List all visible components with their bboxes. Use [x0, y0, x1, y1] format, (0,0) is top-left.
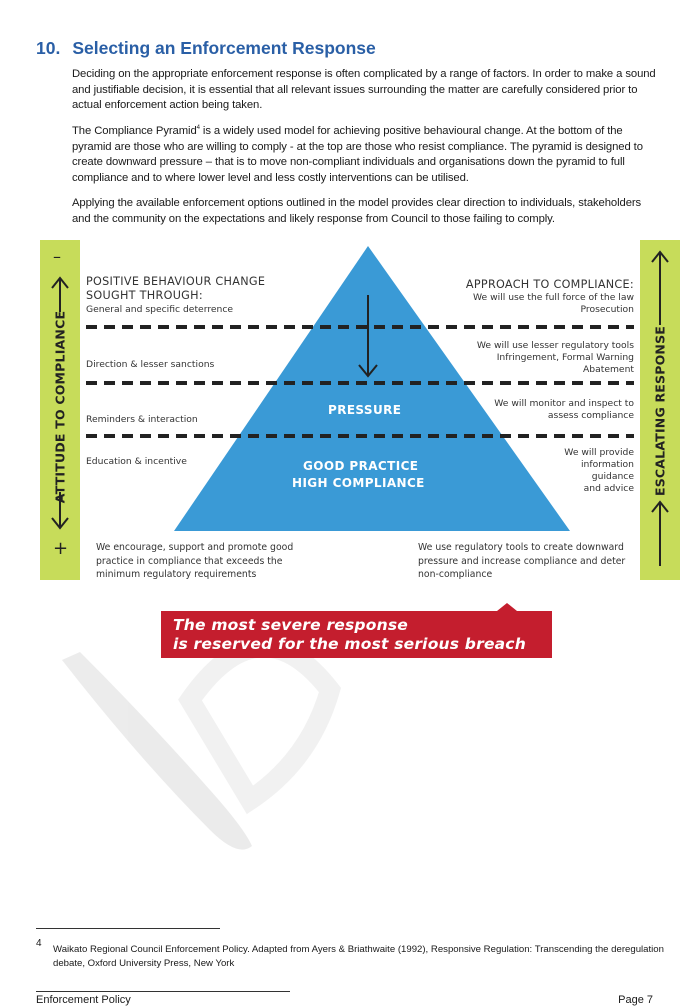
right-level-2-line-2: Infringement, Formal Warning	[496, 352, 634, 363]
banner-line-1: The most severe response	[173, 616, 408, 634]
right-level-4-line-4: and advice	[583, 483, 634, 494]
left-level-reminders: Reminders & interaction	[86, 414, 198, 425]
left-level-sanctions: Direction & lesser sanctions	[86, 359, 215, 370]
paragraph-3: Applying the available enforcement optio…	[72, 197, 642, 225]
right-sidebar-up-arrow-icon-bottom	[651, 500, 669, 566]
paragraph-2-rest: is a widely used model for achieving pos…	[72, 125, 643, 184]
left-sidebar-down-arrow-icon	[51, 492, 69, 530]
paragraph-2: The Compliance Pyramid4 is a widely used…	[72, 124, 657, 186]
right-level-3-line-1: We will monitor and inspect to	[494, 398, 634, 409]
footnote-number: 4	[36, 938, 42, 949]
pyramid-shape	[174, 246, 570, 531]
footnote-divider	[36, 928, 220, 929]
right-level-3-line-2: assess compliance	[547, 410, 634, 421]
pyramid-good-practice-label: GOOD PRACTICE	[303, 459, 419, 473]
right-level-2-line-1: We will use lesser regulatory tools	[476, 340, 634, 351]
minus-symbol: –	[53, 247, 62, 266]
right-level-2-line-3: Abatement	[582, 364, 634, 375]
right-level-4-line-1: We will provide	[564, 447, 634, 458]
right-level-1: We will use the full force of the law Pr…	[473, 292, 634, 316]
footer-divider	[36, 991, 290, 992]
right-level-4-line-2: information	[580, 459, 634, 470]
section-heading: 10. Selecting an Enforcement Response	[36, 38, 376, 59]
right-heading: APPROACH TO COMPLIANCE:	[465, 278, 634, 291]
pyramid-pressure-label: PRESSURE	[328, 403, 402, 417]
section-title: Selecting an Enforcement Response	[72, 38, 376, 58]
right-level-1-line-1: We will use the full force of the law	[472, 292, 634, 303]
plus-symbol: +	[53, 538, 69, 559]
bottom-right-note: We use regulatory tools to create downwa…	[418, 542, 626, 580]
paragraph-2-start: The Compliance Pyramid	[72, 125, 197, 137]
draft-watermark	[62, 637, 342, 850]
left-level-education: Education & incentive	[86, 456, 187, 467]
left-heading-line-1: POSITIVE BEHAVIOUR CHANGE	[86, 275, 266, 288]
left-sidebar-up-arrow-icon	[51, 276, 69, 312]
right-level-2: We will use lesser regulatory tools Infr…	[477, 340, 634, 376]
footnote-text: Waikato Regional Council Enforcement Pol…	[53, 944, 664, 969]
attitude-to-compliance-label: ATTITUDE TO COMPLIANCE	[52, 310, 68, 504]
severe-response-banner: The most severe response is reserved for…	[161, 611, 552, 658]
left-level-prosecution: General and specific deterrence	[86, 304, 234, 315]
right-level-3: We will monitor and inspect to assess co…	[494, 398, 634, 422]
banner-line-2: is reserved for the most serious breach	[173, 635, 526, 653]
right-sidebar-up-arrow-icon-top	[651, 250, 669, 325]
bottom-left-note: We encourage, support and promote good p…	[96, 542, 294, 580]
section-number: 10.	[36, 38, 61, 58]
escalating-response-label: ESCALATING RESPONSE	[652, 325, 668, 497]
banner-text: The most severe response is reserved for…	[173, 616, 526, 654]
footnote-reference: 4	[196, 125, 200, 132]
footer-document-title: Enforcement Policy	[36, 994, 131, 1006]
paragraph-1: Deciding on the appropriate enforcement …	[72, 68, 656, 112]
right-level-4: We will provide information guidance and…	[564, 447, 634, 495]
pressure-arrow-icon	[358, 295, 378, 378]
footer-page-number: Page 7	[618, 994, 653, 1006]
right-level-4-line-3: guidance	[591, 471, 634, 482]
banner-notch	[497, 603, 517, 611]
right-level-1-line-2: Prosecution	[580, 304, 635, 315]
pyramid-high-compliance-label: HIGH COMPLIANCE	[292, 476, 425, 490]
left-heading-line-2: SOUGHT THROUGH:	[86, 289, 203, 302]
